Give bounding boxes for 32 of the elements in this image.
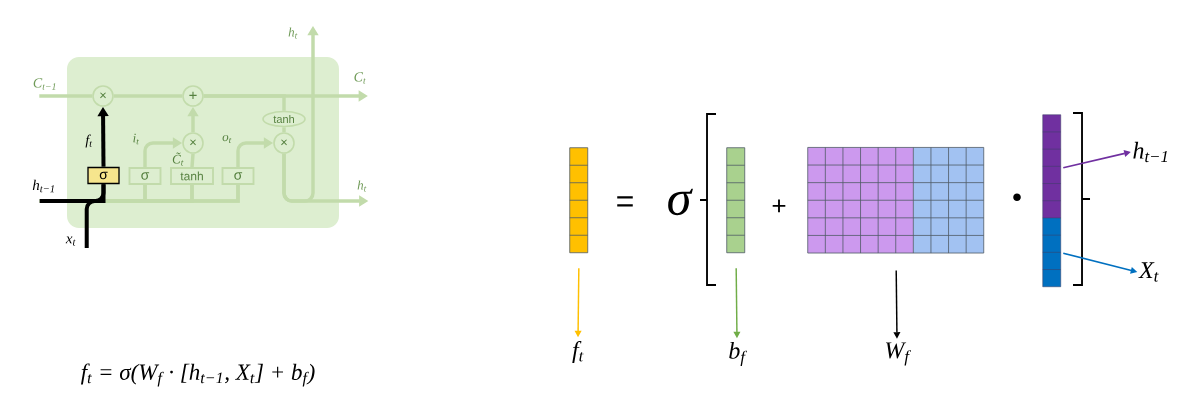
variable-label: X$_{t}$: [1138, 262, 1159, 282]
connector-line: [113, 94, 183, 98]
variable-label: f$_{t}$: [572, 341, 584, 363]
column-vector: [726, 147, 746, 254]
sigma-symbol: σ: [668, 188, 693, 216]
column-vector: [1042, 114, 1061, 287]
gate-box: σ: [221, 167, 255, 185]
connector-line: [203, 94, 286, 111]
variable-label: h$_{t−1}$: [1133, 141, 1168, 163]
connector-line: [39, 94, 93, 98]
variable-label: x$_{t}$: [65, 236, 76, 246]
equals-sign: =: [617, 196, 633, 207]
gate-box: tanh: [170, 167, 214, 185]
variable-label: C$_{t−1}$: [33, 78, 56, 90]
variable-label: b$_{f}$: [729, 341, 747, 367]
variable-label: W$_{f}$: [885, 342, 911, 366]
plus-sign: +: [772, 199, 786, 213]
edge-label: o$_{t}$: [220, 133, 234, 145]
column-vector: [569, 147, 589, 254]
edge-label: f$_{t}$: [84, 133, 94, 149]
formula: f$_{t}$ = σ(W$_{f}$ · [h$_{t−1}$, X$_{t}$] + b$_{f}$): [80, 363, 315, 387]
variable-label: h$_{t−1}$: [32, 179, 54, 193]
connector-line: [190, 153, 195, 168]
gate-box: σ: [87, 166, 120, 185]
gate-box: σ: [128, 167, 162, 185]
variable-label: C$_{t}$: [354, 72, 366, 84]
connector-line: [282, 127, 286, 133]
edge-label: i$_{t}$: [131, 132, 141, 146]
matrix-grid: [807, 147, 985, 254]
connector-line: [84, 184, 106, 248]
variable-label: h$_{t}$: [357, 180, 367, 192]
variable-label: h$_{t}$: [288, 27, 298, 39]
